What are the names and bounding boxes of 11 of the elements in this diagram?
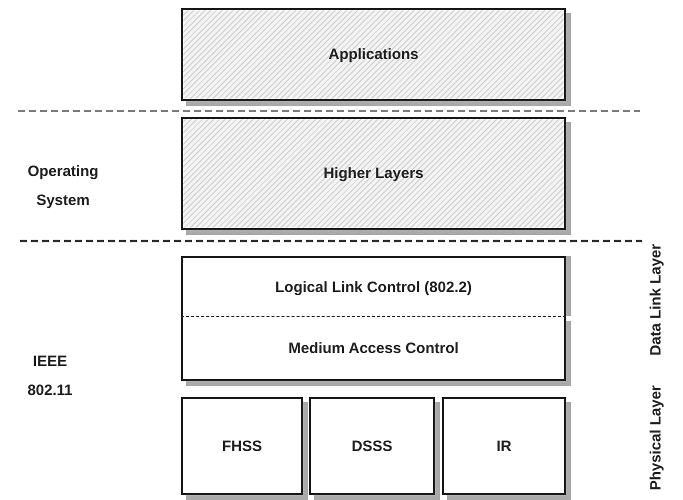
layer-name: DSSS xyxy=(352,438,392,454)
layer-name: Higher Layers xyxy=(323,165,424,182)
group-label: Operating System xyxy=(26,162,100,210)
group-label: IEEE 802.11 xyxy=(26,352,74,400)
layer-name: FHSS xyxy=(222,438,262,454)
layer-name: IR xyxy=(496,438,512,454)
layer-group-label: Physical Layer xyxy=(646,384,666,492)
layer-name: Applications xyxy=(328,46,418,63)
layer-group-label: Data Link Layer xyxy=(646,242,666,358)
layer-name: Logical Link Control (802.2) xyxy=(275,278,472,296)
layer-name: Medium Access Control xyxy=(288,340,459,356)
